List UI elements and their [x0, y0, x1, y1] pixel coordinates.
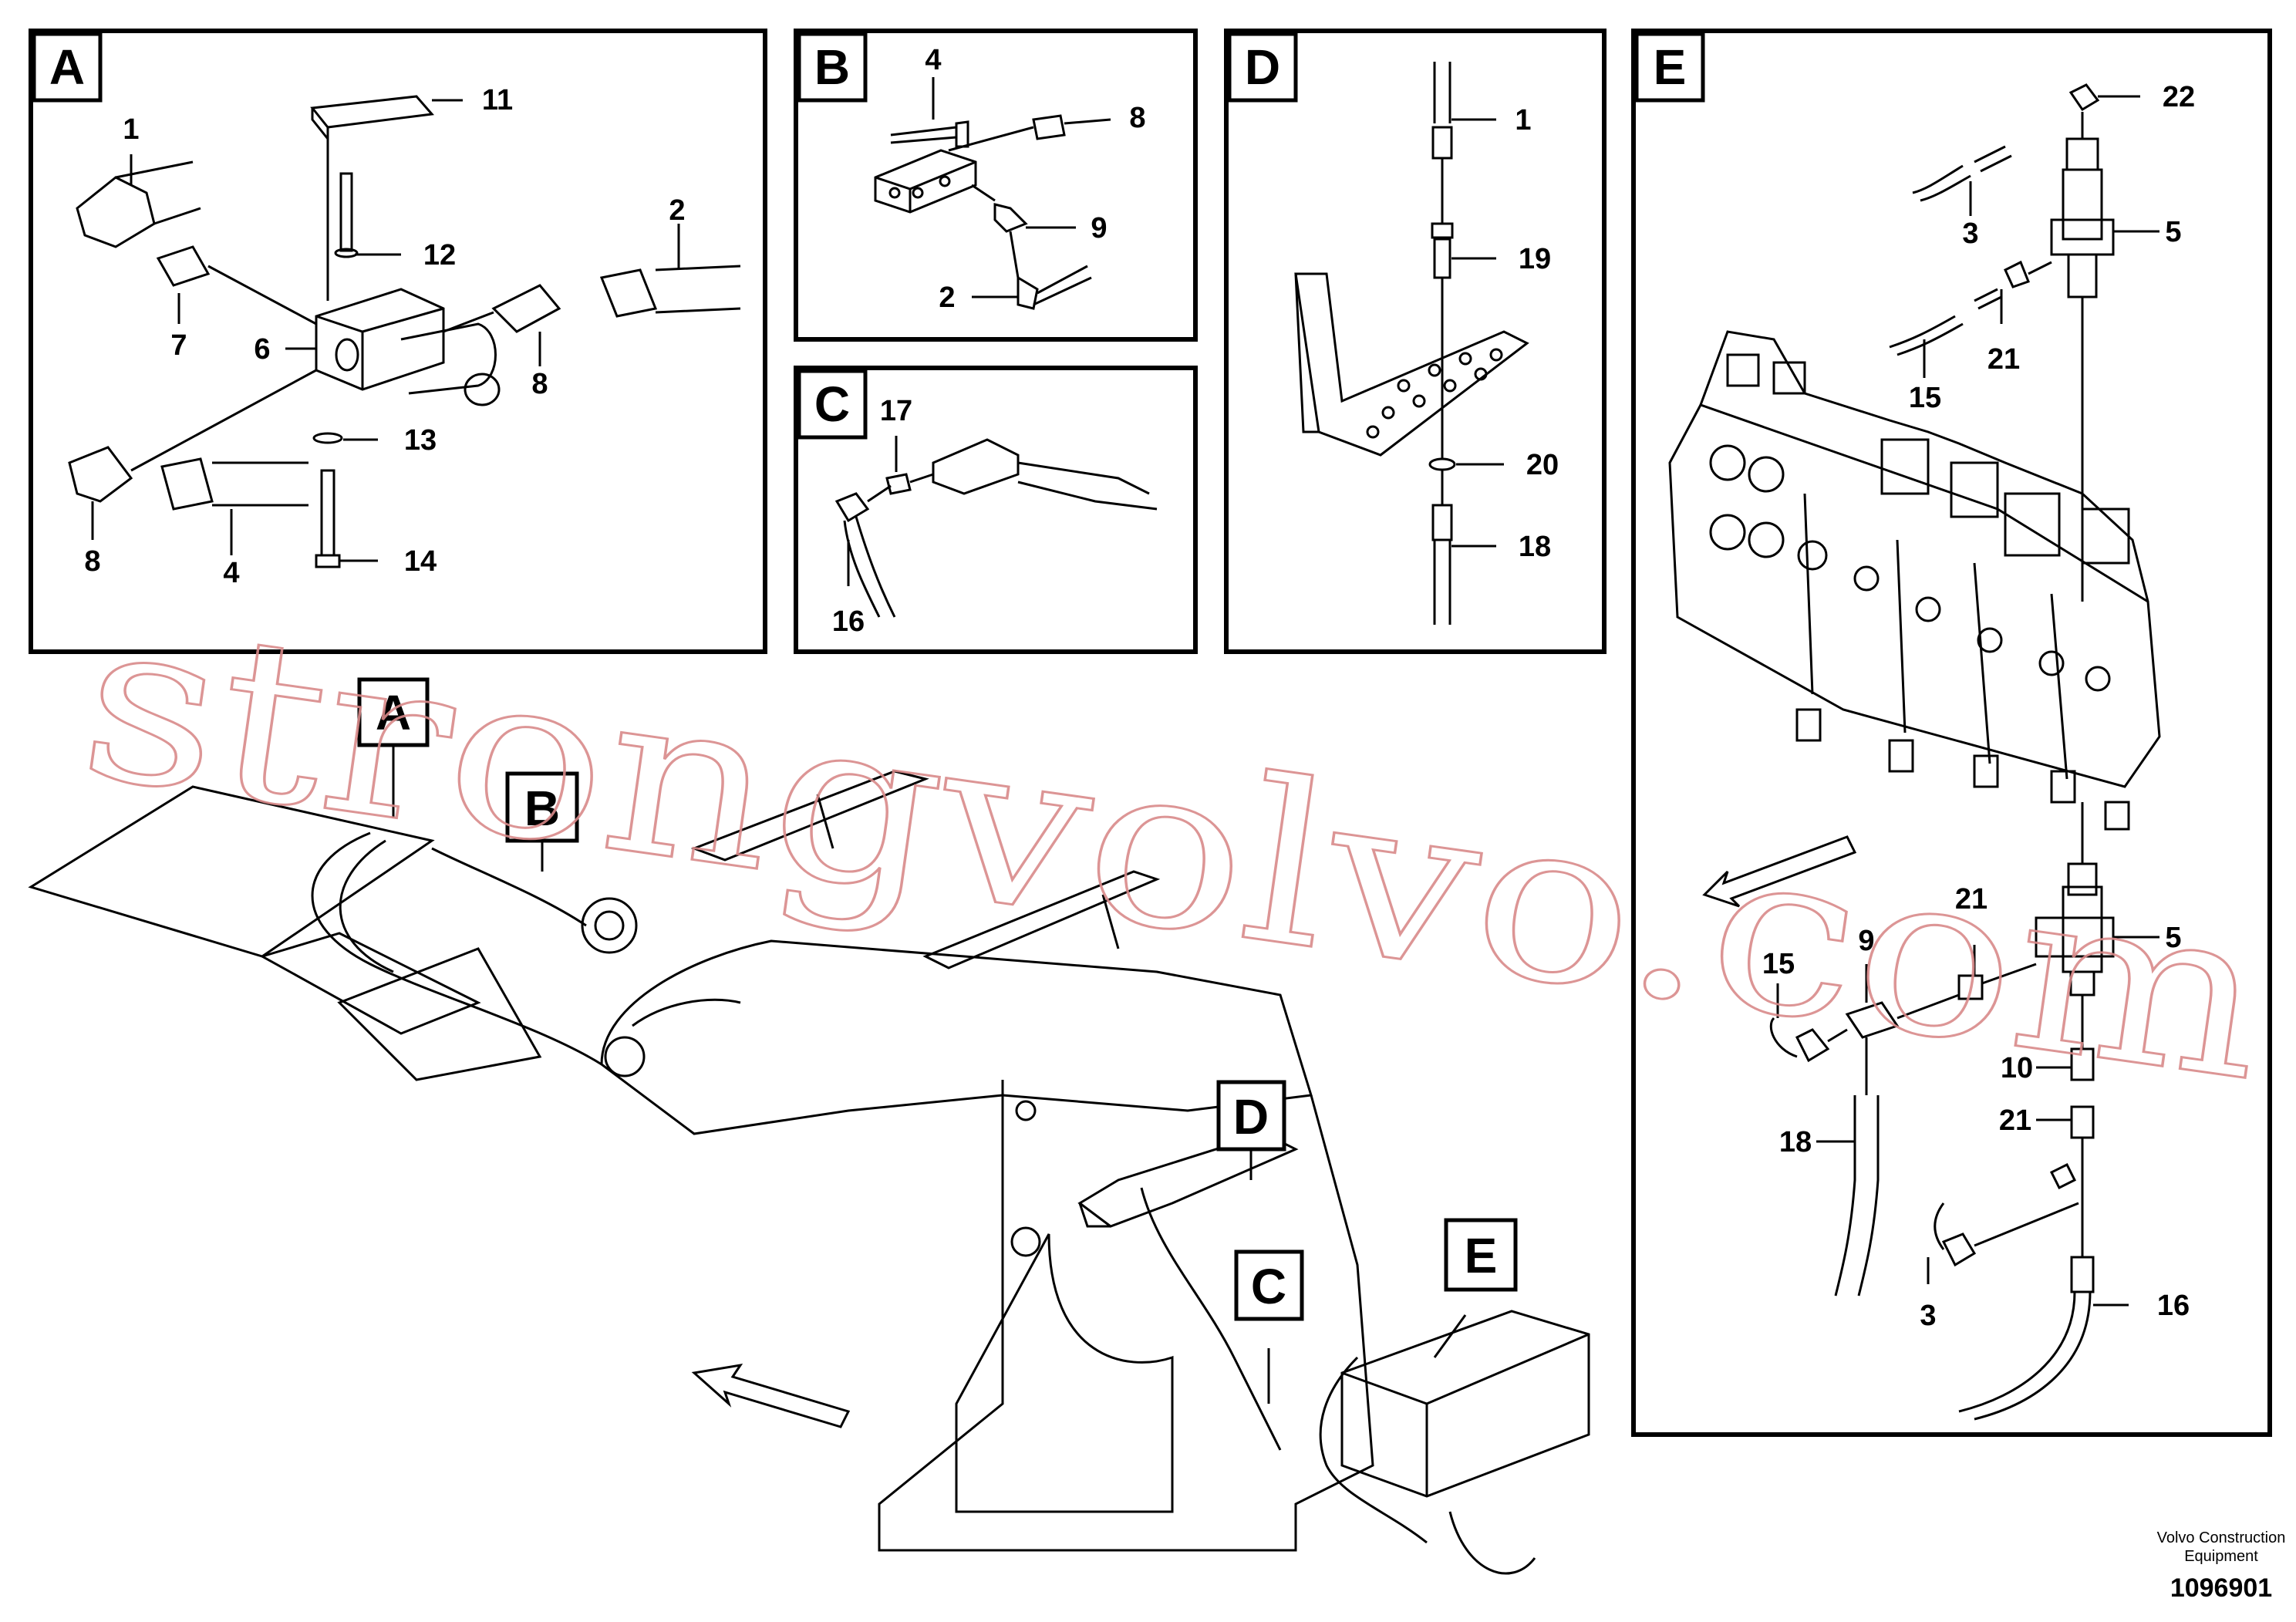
- callout-e-10: 10: [2001, 1052, 2033, 1084]
- callout-a-6: 6: [254, 333, 270, 366]
- callout-e-5-upper: 5: [2165, 216, 2181, 248]
- overview-tags: A B D C E: [357, 677, 1518, 1321]
- callout-b-8: 8: [1129, 102, 1145, 134]
- panel-d-letter: D: [1245, 39, 1280, 95]
- panel-c-letter: C: [814, 376, 850, 432]
- callout-d-19: 19: [1519, 243, 1551, 275]
- callout-c-16: 16: [832, 605, 865, 638]
- detail-panel-b: B 4 8 9 2: [794, 29, 1198, 342]
- footer: Volvo Construction Equipment 1096901: [2157, 1529, 2286, 1603]
- overview-tag-a: A: [376, 685, 411, 740]
- footer-company-line1: Volvo Construction: [2157, 1529, 2286, 1546]
- drawing-number: 1096901: [2170, 1573, 2272, 1603]
- overview-tag-b: B: [524, 781, 560, 836]
- overview-tag-d: D: [1233, 1089, 1269, 1145]
- detail-panel-a: A: [29, 29, 767, 654]
- callout-e-21-mid: 21: [1955, 883, 1988, 916]
- callout-a-2: 2: [669, 194, 685, 227]
- callout-e-21-lower: 21: [1999, 1104, 2031, 1137]
- callout-d-20: 20: [1526, 449, 1559, 481]
- callout-b-4: 4: [925, 44, 941, 76]
- overview-tag-e: E: [1465, 1228, 1498, 1283]
- callout-b-2: 2: [939, 282, 955, 314]
- overview-tag-c: C: [1251, 1259, 1286, 1314]
- callout-a-7: 7: [170, 329, 187, 362]
- detail-panel-d: D 1 19 20 18: [1224, 29, 1607, 654]
- callout-a-12: 12: [423, 239, 456, 271]
- callout-d-1: 1: [1515, 104, 1531, 137]
- callout-c-17: 17: [880, 395, 912, 427]
- callout-a-13: 13: [404, 424, 437, 457]
- callout-a-1: 1: [123, 113, 139, 146]
- callout-a-8-lower: 8: [84, 545, 100, 578]
- callout-e-5-lower: 5: [2165, 922, 2181, 954]
- detail-panel-c: C 17 16: [794, 366, 1198, 654]
- callout-a-8-right: 8: [531, 368, 548, 400]
- callout-b-9: 9: [1091, 212, 1107, 244]
- callout-a-14: 14: [404, 545, 437, 578]
- callout-e-15-lower: 15: [1762, 948, 1795, 980]
- callout-e-3-lower: 3: [1920, 1300, 1936, 1332]
- panel-a-letter: A: [49, 39, 85, 95]
- panel-b-letter: B: [814, 39, 850, 95]
- callout-e-16: 16: [2157, 1290, 2190, 1322]
- callout-e-9: 9: [1858, 925, 1874, 957]
- detail-panel-e: E: [1631, 29, 2272, 1437]
- callout-e-21-upper: 21: [1988, 343, 2020, 376]
- callout-a-11: 11: [482, 84, 513, 116]
- panel-e-letter: E: [1654, 39, 1687, 95]
- callout-d-18: 18: [1519, 531, 1551, 563]
- footer-company-line2: Equipment: [2184, 1548, 2258, 1565]
- callout-a-4: 4: [223, 557, 239, 589]
- callout-e-15-upper: 15: [1909, 382, 1941, 414]
- callout-e-22: 22: [2163, 81, 2195, 113]
- callout-e-3-upper: 3: [1962, 218, 1978, 250]
- callout-e-18: 18: [1779, 1126, 1812, 1158]
